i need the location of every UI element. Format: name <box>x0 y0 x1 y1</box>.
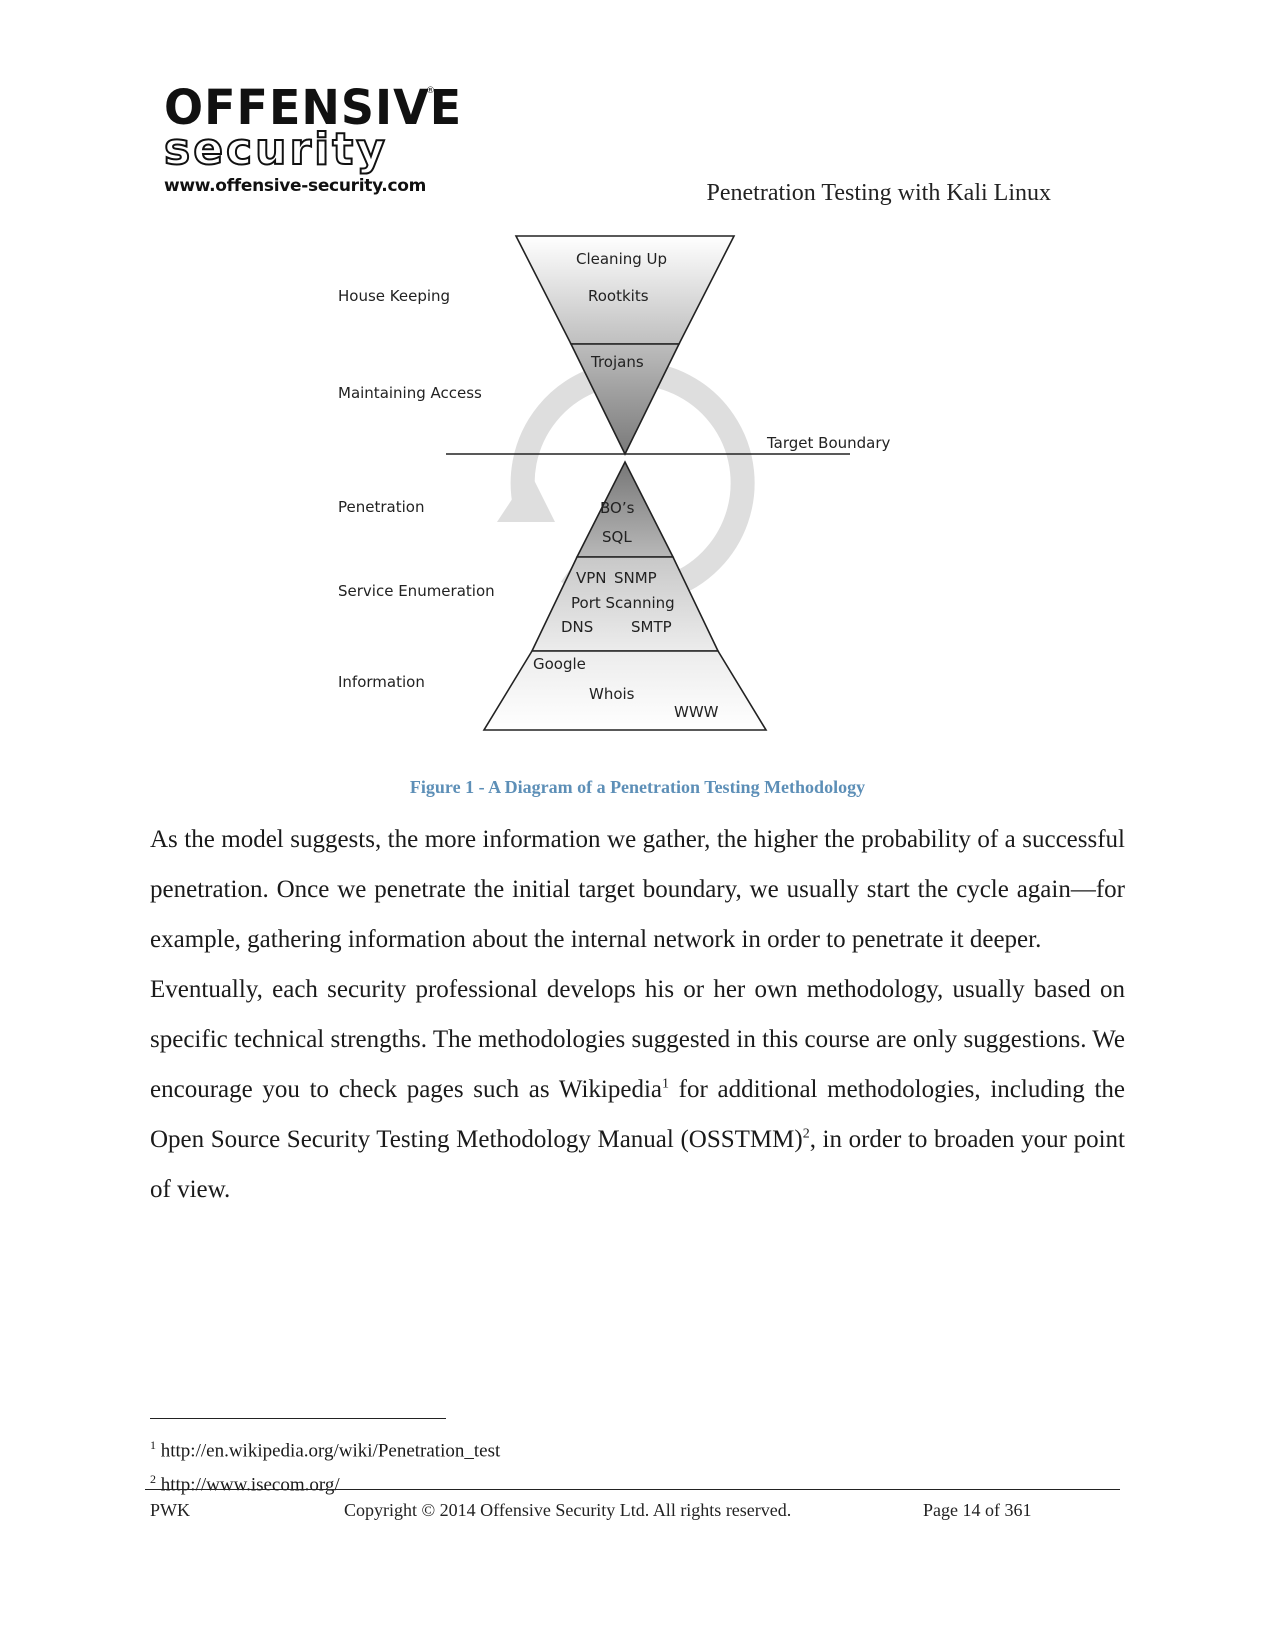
body-text: As the model suggests, the more informat… <box>150 815 1125 1215</box>
diagram-graphic <box>446 235 850 731</box>
label-target-boundary: Target Boundary <box>767 434 891 452</box>
footnote-number: 2 <box>150 1472 156 1487</box>
logo-registered-mark: ® <box>426 86 435 96</box>
label-smtp: SMTP <box>631 618 672 636</box>
label-service-enumeration: Service Enumeration <box>338 582 495 600</box>
footnote-link[interactable]: http://en.wikipedia.org/wiki/Penetration… <box>156 1440 501 1462</box>
offensive-security-logo: OFFENSIVE ® security www.offensive-secur… <box>163 83 461 200</box>
label-maintaining-access: Maintaining Access <box>338 384 482 402</box>
footnote-link[interactable]: http://www.isecom.org/ <box>156 1474 340 1496</box>
footer-page-number: Page 14 of 361 <box>923 1500 1032 1520</box>
paragraph-2-text-b: for additional methodologies, including … <box>150 1076 1125 1153</box>
label-dns: DNS <box>561 618 594 636</box>
label-www: WWW <box>674 703 719 721</box>
label-snmp: SNMP <box>614 569 657 587</box>
footnote-number: 1 <box>150 1438 156 1452</box>
footnote-ref-2[interactable]: 2 <box>802 1126 810 1142</box>
footnote-ref-1[interactable]: 1 <box>662 1076 669 1092</box>
paragraph-2-text-c: , in order to broaden your point of view… <box>150 1126 1125 1203</box>
running-header: Penetration Testing with Kali Linux <box>706 180 1052 206</box>
label-house-keeping: House Keeping <box>338 287 451 305</box>
label-port-scanning: Port Scanning <box>571 594 675 612</box>
top-inverted-triangle <box>514 235 736 456</box>
logo-url: www.offensive-security.com <box>164 176 427 196</box>
footer-divider <box>145 1489 1120 1490</box>
footnote-item: 2 http://www.isecom.org/ <box>150 1465 500 1499</box>
label-information: Information <box>338 673 425 691</box>
label-cleaning-up: Cleaning Up <box>576 250 668 268</box>
footnote-item: 1 http://en.wikipedia.org/wiki/Penetrati… <box>150 1431 500 1465</box>
label-sql: SQL <box>602 528 632 546</box>
footnotes: 1 http://en.wikipedia.org/wiki/Penetrati… <box>150 1431 500 1500</box>
label-vpn: VPN <box>576 569 607 587</box>
footer-copyright: Copyright © 2014 Offensive Security Ltd.… <box>344 1500 792 1520</box>
footnote-divider <box>150 1418 446 1419</box>
paragraph-2-text-a: Eventually, each security professional d… <box>150 976 1125 1103</box>
label-bos: BO’s <box>600 499 635 517</box>
label-google: Google <box>533 655 586 673</box>
paragraph-1: As the model suggests, the more informat… <box>150 826 1125 953</box>
logo-wordmark-offensive: OFFENSIVE <box>164 78 463 136</box>
logo-wordmark-security: security <box>163 124 388 175</box>
footer-course-code: PWK <box>150 1500 190 1520</box>
label-penetration: Penetration <box>338 498 425 516</box>
label-whois: Whois <box>589 685 635 703</box>
label-rootkits: Rootkits <box>588 287 649 305</box>
paragraph-2: Eventually, each security professional d… <box>150 965 1125 1215</box>
label-trojans: Trojans <box>591 353 644 371</box>
bottom-pyramid <box>482 460 768 731</box>
figure-caption: Figure 1 - A Diagram of a Penetration Te… <box>409 777 866 797</box>
methodology-diagram: House Keeping Maintaining Access Penetra… <box>330 230 930 770</box>
